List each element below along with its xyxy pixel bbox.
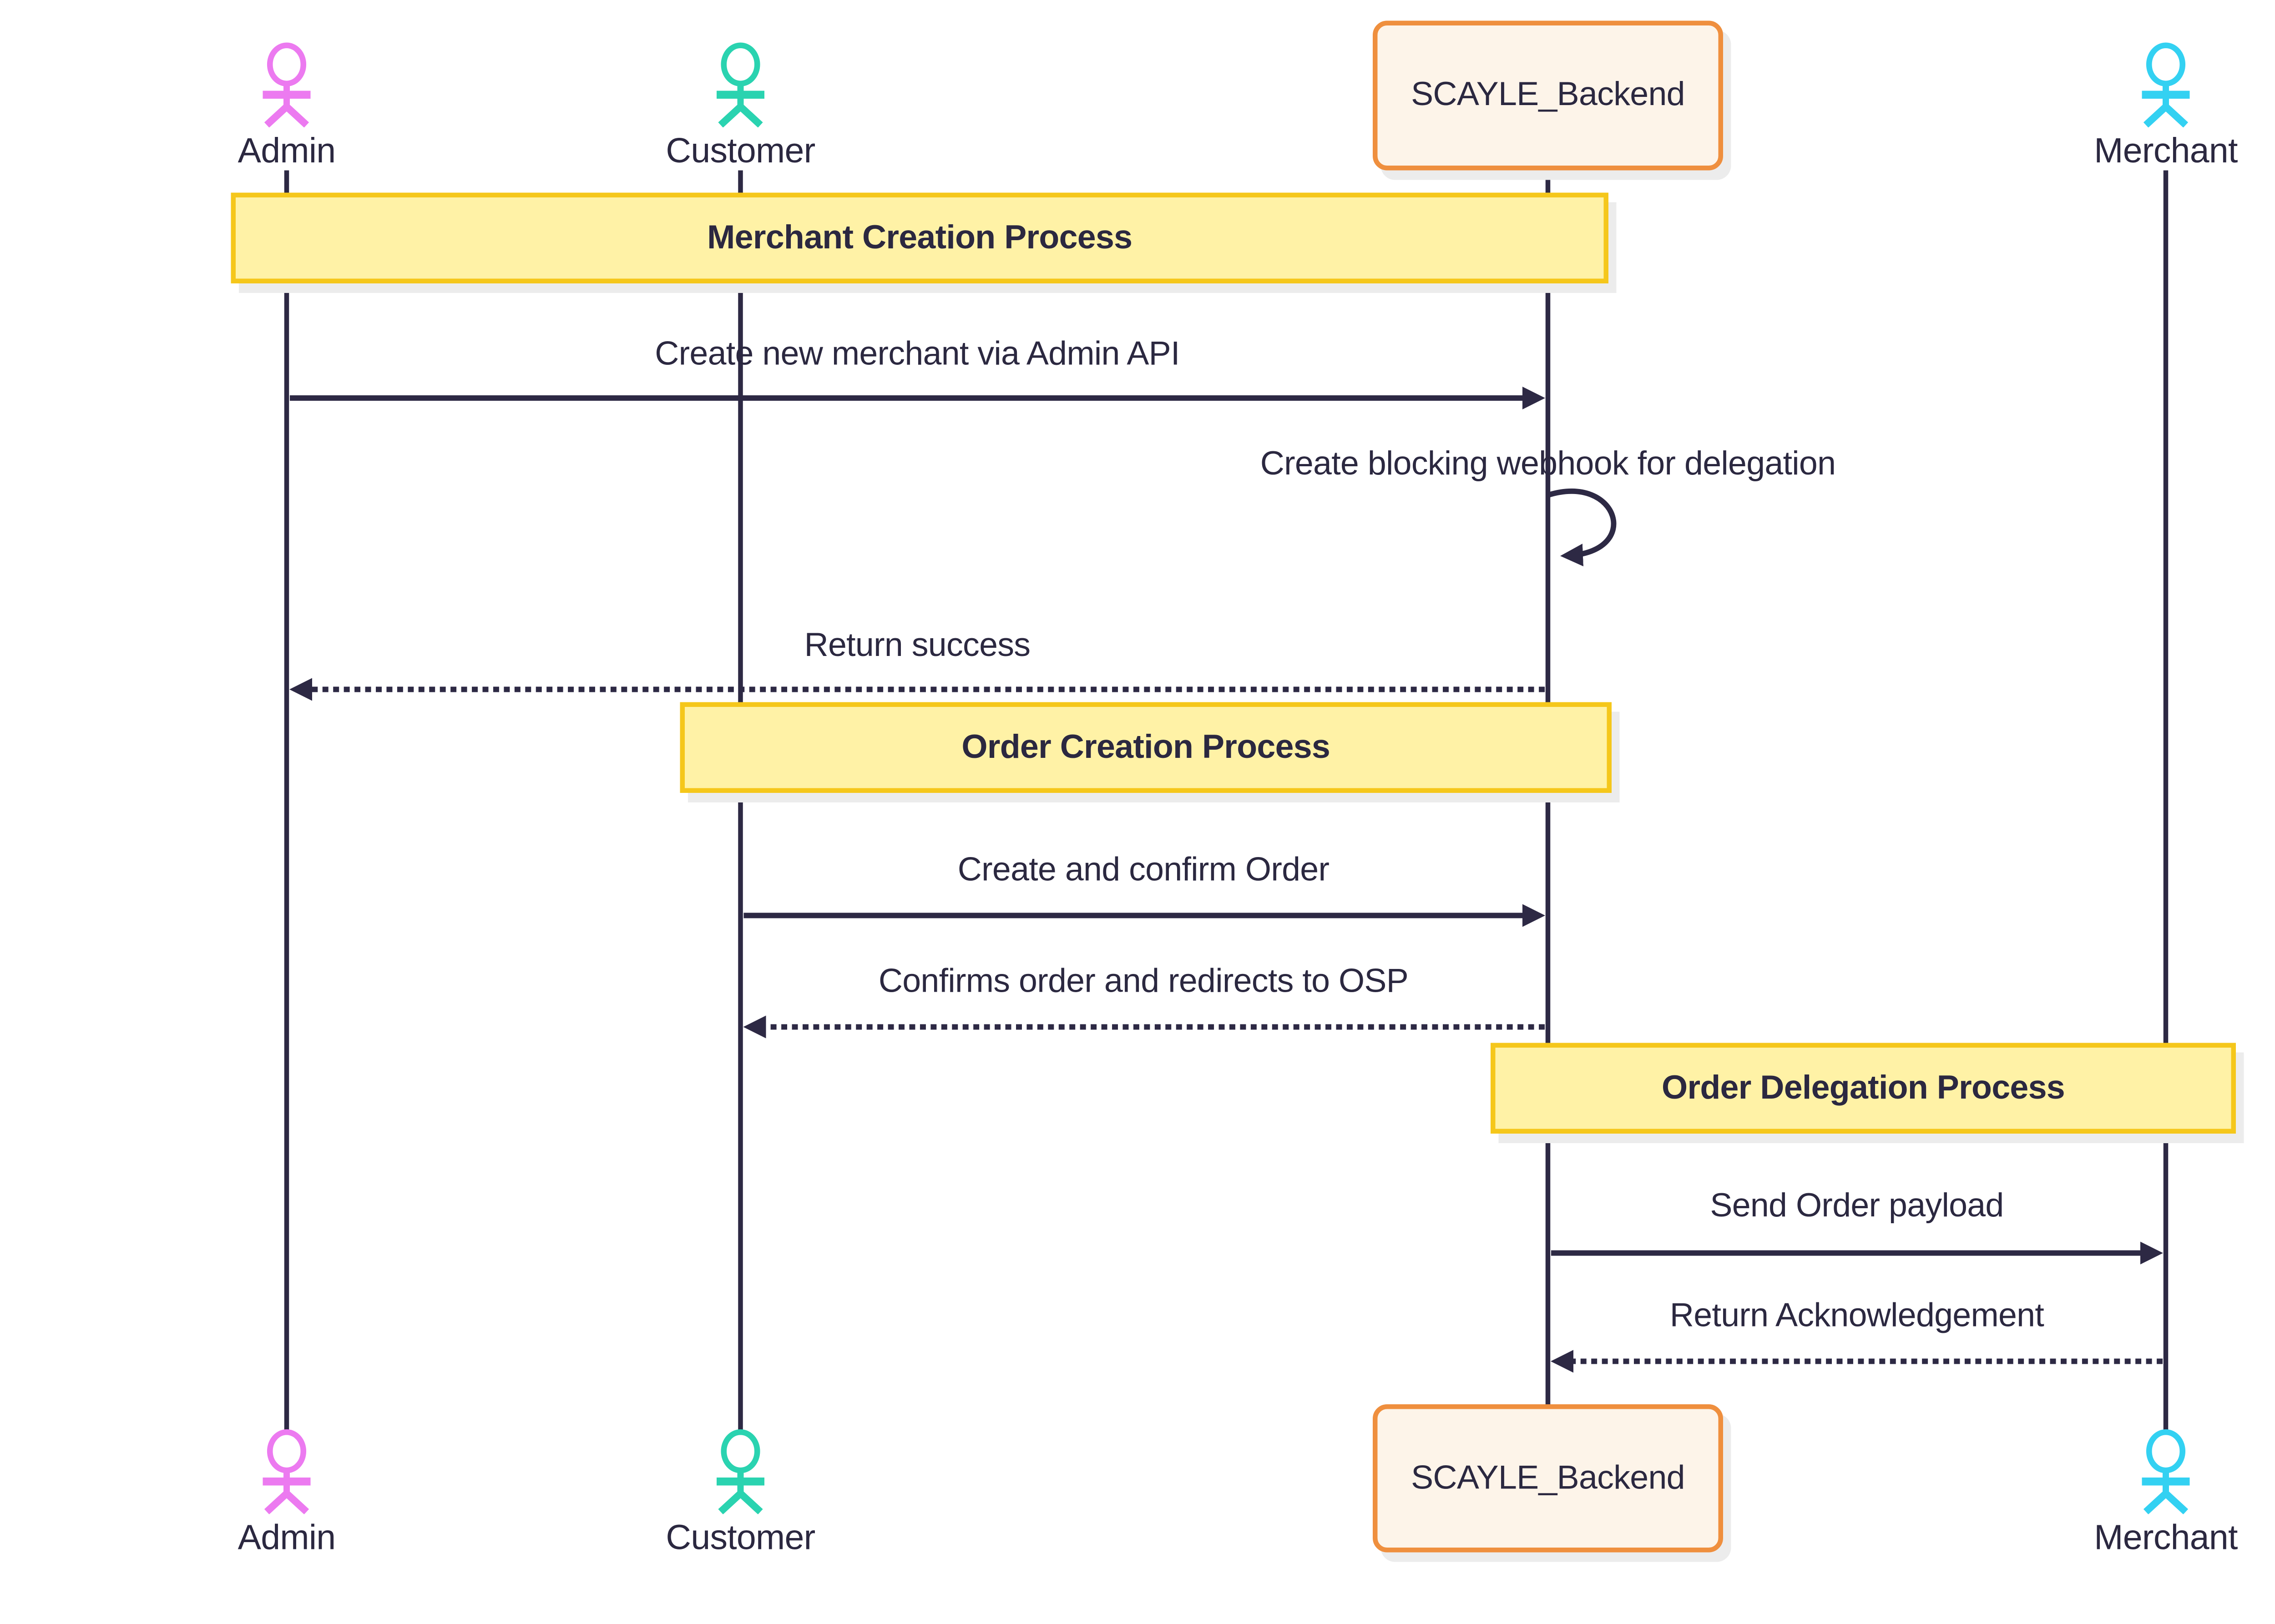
- message-label: Return success: [804, 627, 1031, 664]
- actor-stick-figure-icon: [242, 1428, 331, 1523]
- participant-label: SCAYLE_Backend: [1411, 76, 1685, 113]
- section-title: Merchant Creation Process: [707, 219, 1132, 256]
- participant-label: SCAYLE_Backend: [1411, 1459, 1685, 1496]
- section-band-order-delegation: Order Delegation Process: [1491, 1043, 2236, 1134]
- participant-box-scayle-backend-bottom: SCAYLE_Backend: [1373, 1404, 1723, 1553]
- message-label: Return Acknowledgement: [1669, 1297, 2044, 1335]
- actor-label-admin-bottom: Admin: [238, 1517, 336, 1558]
- participant-box-scayle-backend-top: SCAYLE_Backend: [1373, 20, 1723, 171]
- actor-label-merchant-top: Merchant: [2094, 131, 2238, 171]
- message-label: Create and confirm Order: [957, 852, 1330, 889]
- section-band-order-creation: Order Creation Process: [680, 702, 1612, 793]
- actor-label-admin-top: Admin: [238, 131, 336, 171]
- message-label: Create new merchant via Admin API: [655, 336, 1180, 373]
- message-label: Send Order payload: [1710, 1188, 2004, 1225]
- actor-label-customer-bottom: Customer: [666, 1517, 815, 1558]
- message-label: Create blocking webhook for delegation: [1260, 446, 1836, 483]
- actor-stick-figure-icon: [696, 1428, 785, 1523]
- message-label: Confirms order and redirects to OSP: [878, 963, 1409, 1000]
- section-title: Order Creation Process: [961, 728, 1330, 765]
- actor-stick-figure-icon: [2121, 1428, 2210, 1523]
- section-title: Order Delegation Process: [1661, 1069, 2065, 1106]
- actor-label-customer-top: Customer: [666, 131, 815, 171]
- actor-stick-figure-icon: [2121, 41, 2210, 136]
- actor-stick-figure-icon: [242, 41, 331, 136]
- actor-stick-figure-icon: [696, 41, 785, 136]
- section-band-merchant-creation: Merchant Creation Process: [231, 192, 1608, 283]
- arrow-self-loop-create-webhook: [1547, 488, 1617, 566]
- actor-label-merchant-bottom: Merchant: [2094, 1517, 2238, 1558]
